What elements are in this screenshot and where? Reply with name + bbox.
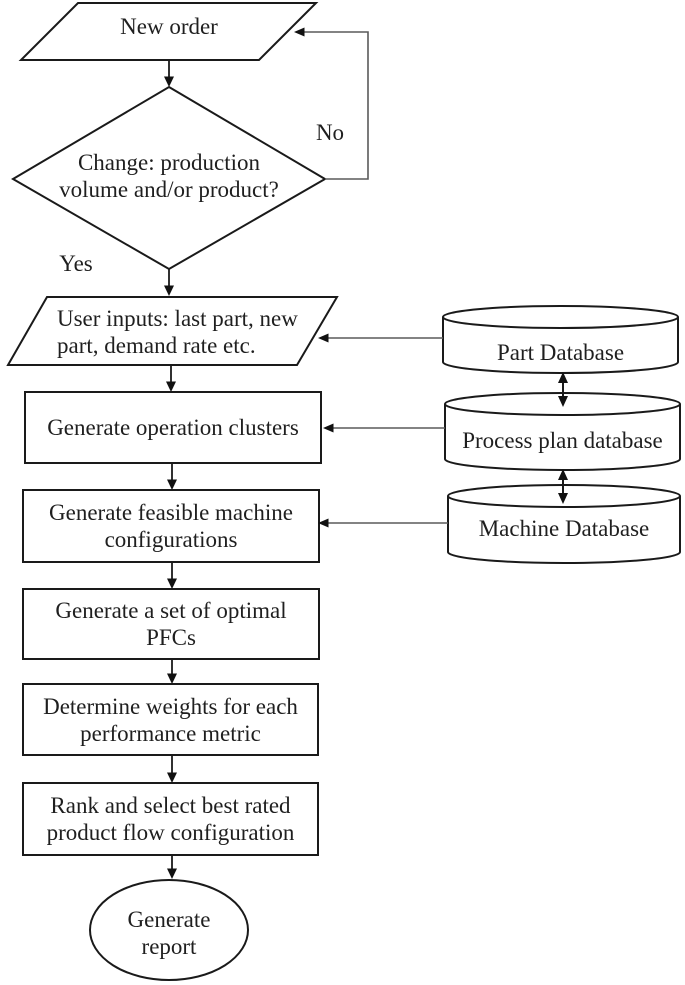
arrow-clusters-to-machine-configs <box>167 463 177 490</box>
arrowhead-down-icon <box>167 578 177 589</box>
arrowhead-left-icon <box>323 423 334 433</box>
arrow-part-db-to-user-inputs <box>318 333 443 343</box>
arrowhead-down-icon <box>164 285 174 296</box>
double-arrow-process-machine-dbs <box>558 469 568 504</box>
arrowhead-up-icon <box>558 469 568 480</box>
arrowhead-down-icon <box>167 772 177 783</box>
no-loop-connector <box>294 27 369 180</box>
part-database-cylinder-top <box>442 305 679 329</box>
arrow-rank-to-report <box>167 855 177 879</box>
flow-shapes <box>6 2 339 981</box>
process-plan-database-cylinder <box>444 404 681 471</box>
arrowhead-down-icon <box>558 493 568 504</box>
arrow-process-plan-db-to-clusters <box>323 423 445 433</box>
part-database-cylinder <box>442 317 679 374</box>
double-arrow-part-process-dbs <box>558 372 568 407</box>
arrowhead-left-icon <box>318 333 329 343</box>
arrowhead-down-icon <box>166 381 176 392</box>
machine-database-cylinder <box>447 496 681 564</box>
arrow-weights-to-rank <box>167 755 177 783</box>
arrowhead-down-icon <box>164 76 174 87</box>
arrowhead-left-icon <box>294 27 305 37</box>
database-cylinders <box>442 305 681 564</box>
generate-feasible-machine-configurations-box <box>22 489 320 563</box>
arrowhead-down-icon <box>167 868 177 879</box>
arrow-user-inputs-to-clusters <box>166 365 176 392</box>
arrow-pfcs-to-weights <box>167 659 177 684</box>
generate-report-ellipse <box>89 879 249 981</box>
generate-operation-clusters-box <box>24 391 322 464</box>
arrow-new-order-to-decision <box>164 60 174 87</box>
arrow-machine-configs-to-pfcs <box>167 562 177 589</box>
rank-and-select-box <box>22 782 319 856</box>
arrowhead-down-icon <box>167 479 177 490</box>
arrowhead-down-icon <box>167 673 177 684</box>
generate-optimal-pfcs-box <box>22 588 320 660</box>
arrowhead-left-icon <box>318 518 329 528</box>
arrowhead-up-icon <box>558 372 568 383</box>
new-order-parallelogram <box>18 2 319 61</box>
arrowhead-down-icon <box>558 396 568 407</box>
change-decision-diamond <box>11 85 327 271</box>
user-inputs-parallelogram <box>6 296 339 366</box>
flow-arrows <box>164 60 177 879</box>
arrow-decision-to-user-inputs <box>164 269 174 296</box>
database-connectors <box>318 333 568 528</box>
arrow-machine-db-to-machine-configs <box>318 518 448 528</box>
determine-weights-box <box>22 683 319 756</box>
